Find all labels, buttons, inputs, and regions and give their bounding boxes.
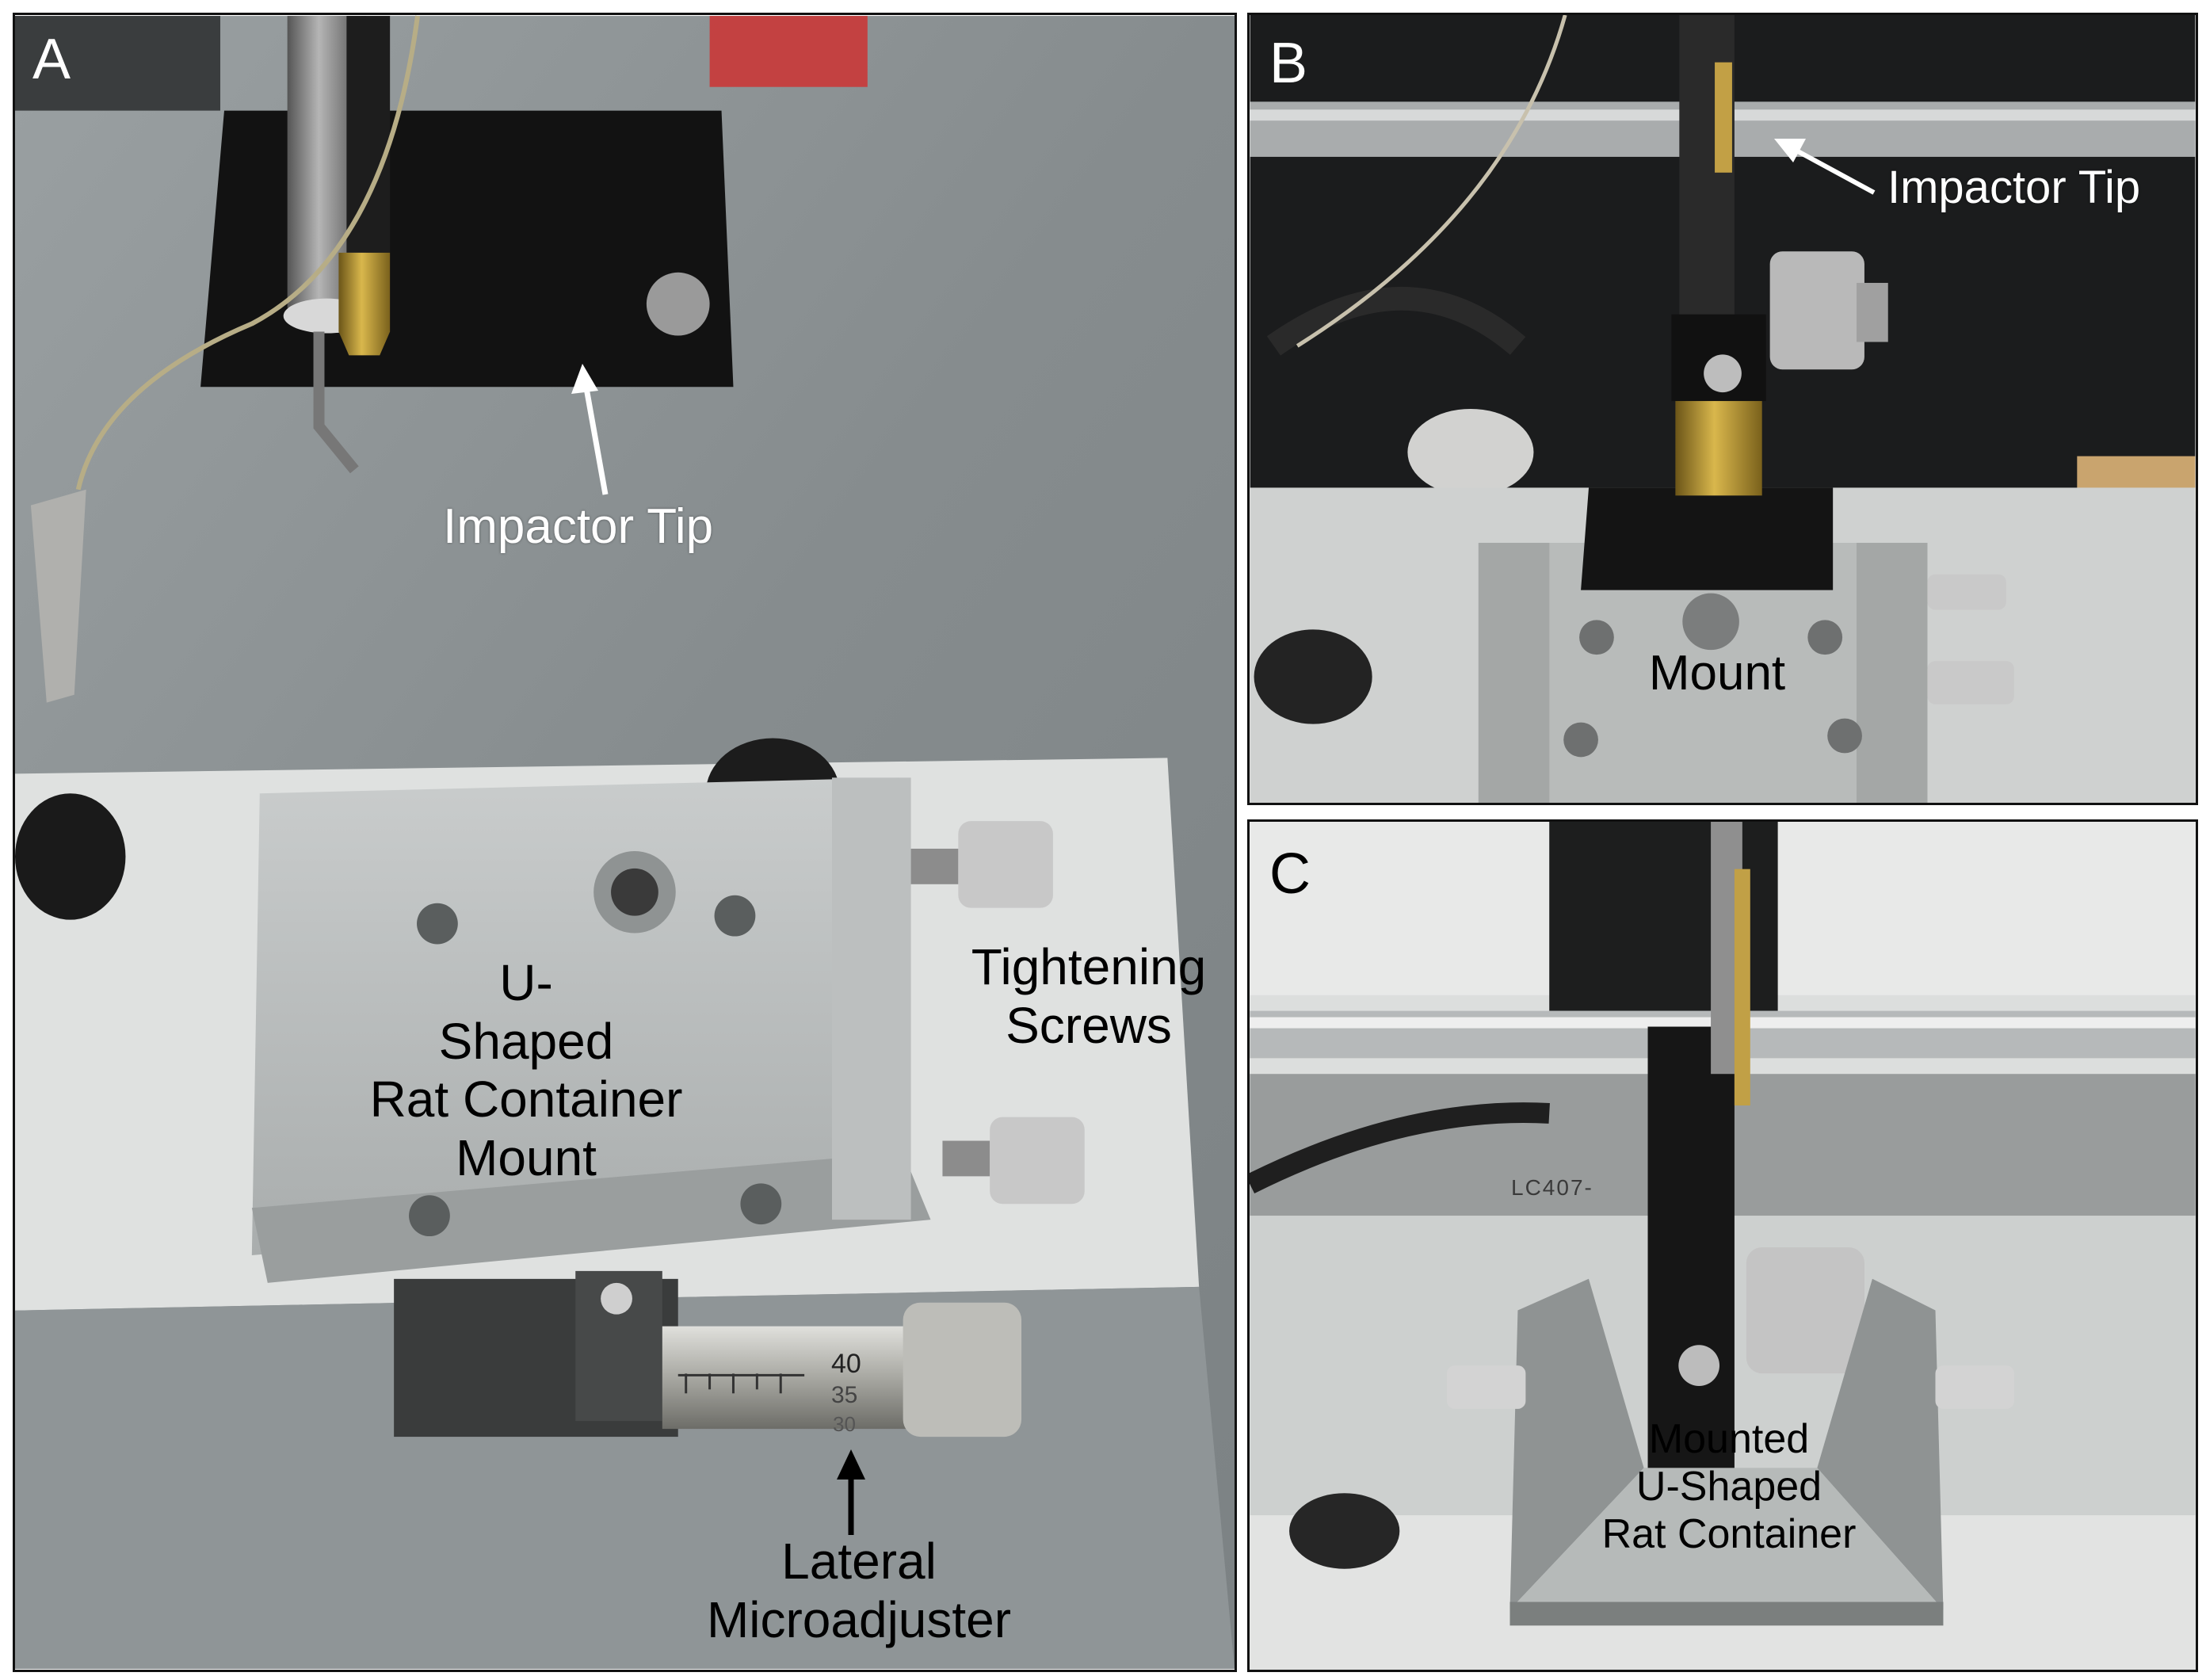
panel-a-mount-label: U-Shaped Rat Container Mount: [370, 954, 683, 1187]
panel-c: C LC407- Mounted U-Shaped Rat Container: [1247, 819, 2198, 1672]
panel-b-letter: B: [1269, 32, 1308, 95]
panel-a-mount-line3: Mount: [456, 1128, 597, 1186]
panel-c-container-line2: U-Shaped: [1635, 1463, 1822, 1510]
panel-a-scale-number-40: 40: [831, 1349, 861, 1379]
panel-a-photo: [15, 15, 1235, 1669]
panel-c-container-line1: Mounted: [1648, 1416, 1810, 1462]
panel-b-impactor-tip-label: Impactor Tip: [1887, 162, 2141, 213]
panel-a-micro-line1: Lateral: [781, 1533, 937, 1590]
panel-b-photo: [1250, 15, 2196, 803]
panel-a-screws-label: Tightening Screws: [938, 938, 1235, 1055]
panel-c-device-text: LC407-: [1511, 1175, 1593, 1200]
panel-c-container-line3: Rat Container: [1601, 1510, 1857, 1557]
panel-b-impactor-arrow: [1774, 139, 1876, 195]
panel-a-screws-line2: Screws: [1006, 996, 1172, 1054]
panel-a-screws-line1: Tightening: [971, 938, 1207, 995]
panel-b: B Impactor Tip Mount: [1247, 13, 2198, 805]
panel-a-microadjuster-label: Lateral Microadjuster: [681, 1533, 1037, 1649]
panel-a-mount-line2: Rat Container: [369, 1071, 683, 1128]
panel-a-scale-number-30: 30: [833, 1412, 856, 1436]
panel-a: A Impactor Tip U-Shaped Rat Container Mo…: [13, 13, 1237, 1672]
panel-b-mount-label: Mount: [1648, 646, 1786, 701]
panel-a-letter: A: [32, 28, 71, 91]
panel-a-impactor-arrow: [571, 364, 609, 495]
panel-c-photo: [1250, 822, 2196, 1670]
panel-a-impactor-tip-label: Impactor Tip: [443, 499, 714, 554]
panel-c-letter: C: [1269, 842, 1311, 906]
panel-a-scale-number-35: 35: [831, 1382, 858, 1408]
panel-a-microadjuster-arrow: [837, 1449, 865, 1535]
panel-c-container-label: Mounted U-Shaped Rat Container: [1598, 1416, 1860, 1558]
panel-a-mount-line1: U-Shaped: [438, 954, 614, 1070]
panel-a-micro-line2: Microadjuster: [706, 1590, 1012, 1648]
